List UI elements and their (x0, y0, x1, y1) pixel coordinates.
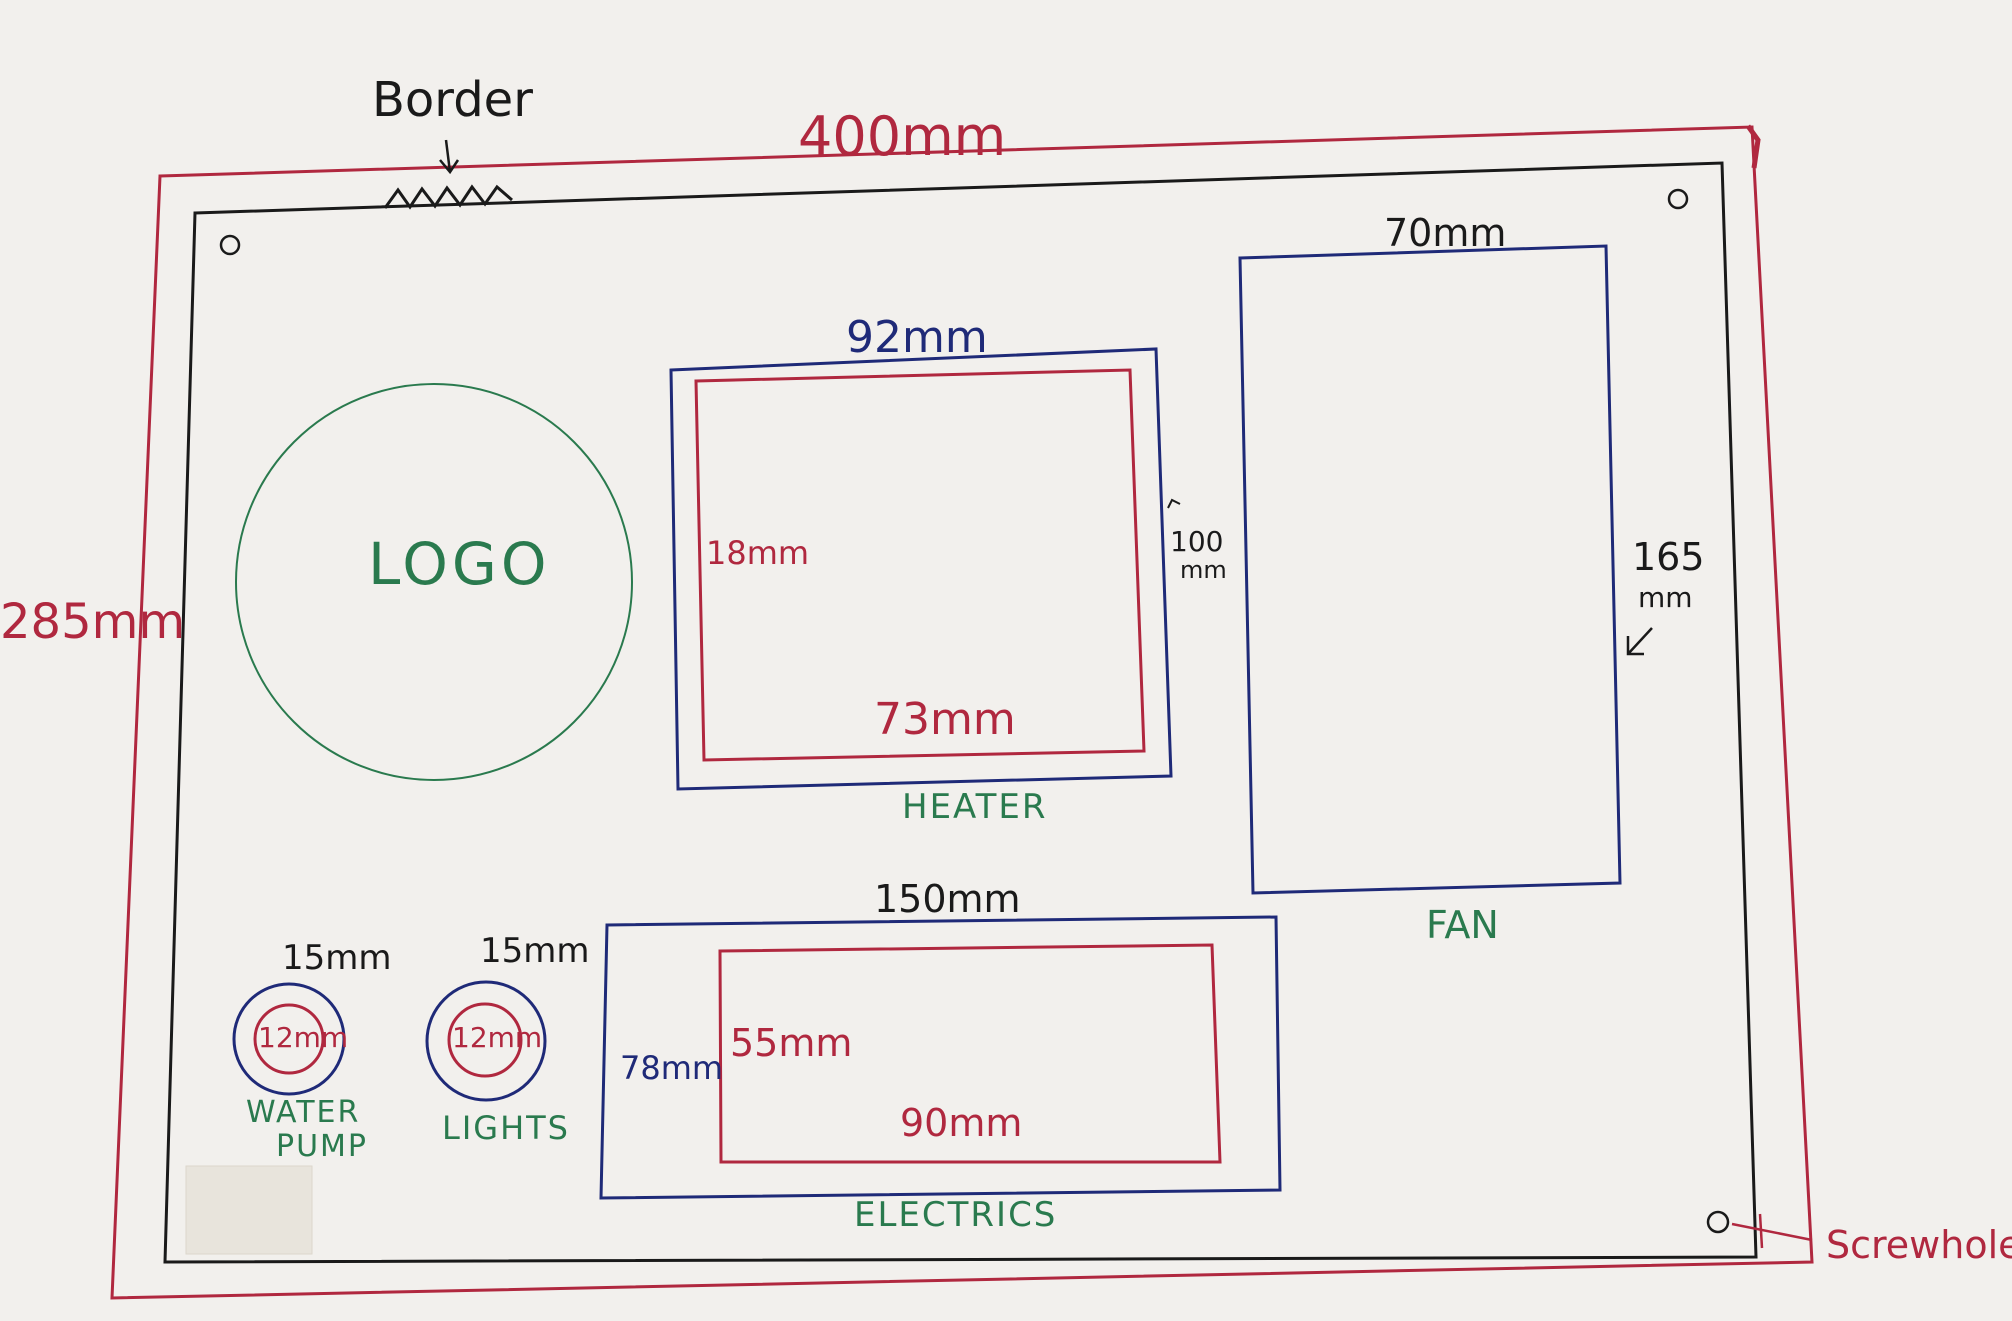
fan-label: FAN (1426, 903, 1499, 947)
fan-height-arrow (1626, 627, 1653, 656)
water-pump-inner-label: 12mm (258, 1021, 349, 1054)
outer-height-label: 285mm (0, 594, 186, 650)
border-arrow (439, 139, 460, 175)
heater-label: HEATER (902, 787, 1048, 827)
lights-inner-circle (447, 1002, 523, 1078)
screwhole-top-left (219, 234, 241, 256)
lights-outer-label: 15mm (480, 931, 590, 971)
lights-label: LIGHTS (442, 1109, 570, 1147)
border-squiggle (383, 184, 513, 210)
fan-height-unit: mm (1638, 581, 1693, 614)
electrics-height-label: 78mm (620, 1049, 724, 1087)
heater-inner-box (694, 368, 1146, 762)
lights-inner-label: 12mm (452, 1021, 543, 1054)
heater-width-label: 92mm (846, 312, 988, 363)
electrics-width-label: 150mm (874, 877, 1021, 921)
corner-mark (1745, 124, 1761, 169)
heater-height-label: 100 (1170, 525, 1224, 558)
water-pump-inner-circle (253, 1003, 325, 1075)
electrics-inner-side-label: 55mm (730, 1021, 853, 1065)
water-pump-outer-circle (232, 982, 346, 1096)
screwhole-top-right (1667, 188, 1689, 210)
screwholes-label: Screwholes (1826, 1223, 2012, 1267)
electrics-outer-box (599, 915, 1282, 1200)
inner-border-outline (163, 161, 1758, 1264)
screwhole-bottom-right (1706, 1210, 1730, 1234)
logo-label: LOGO (368, 530, 551, 598)
electrics-inner-bottom-label: 90mm (900, 1101, 1023, 1145)
heater-height-unit: mm (1180, 556, 1227, 584)
screwholes-pointer (1731, 1222, 1813, 1242)
lights-outer-circle (425, 980, 547, 1102)
heater-inner-bottom-label: 73mm (874, 694, 1016, 745)
water-pump-outer-label: 15mm (282, 938, 392, 978)
heater-inner-side-label: 18mm (706, 534, 810, 572)
heater-outer-box (669, 347, 1173, 791)
fan-height-label: 165 (1632, 535, 1705, 579)
electrics-label: ELECTRICS (854, 1195, 1058, 1235)
fan-width-label: 70mm (1384, 211, 1507, 255)
screwholes-pointer-tick (1758, 1213, 1764, 1249)
heater-height-arrow (1167, 498, 1181, 509)
electrics-inner-box (718, 943, 1222, 1164)
water-pump-label-line2: PUMP (276, 1129, 369, 1164)
fan-box (1238, 244, 1622, 895)
logo-circle (235, 383, 633, 781)
border-label: Border (372, 72, 533, 128)
water-pump-label-line1: WATER (246, 1095, 361, 1130)
outer-board-outline (110, 125, 1814, 1300)
outer-width-label: 400mm (798, 105, 1007, 168)
tape-patch (185, 1165, 313, 1255)
